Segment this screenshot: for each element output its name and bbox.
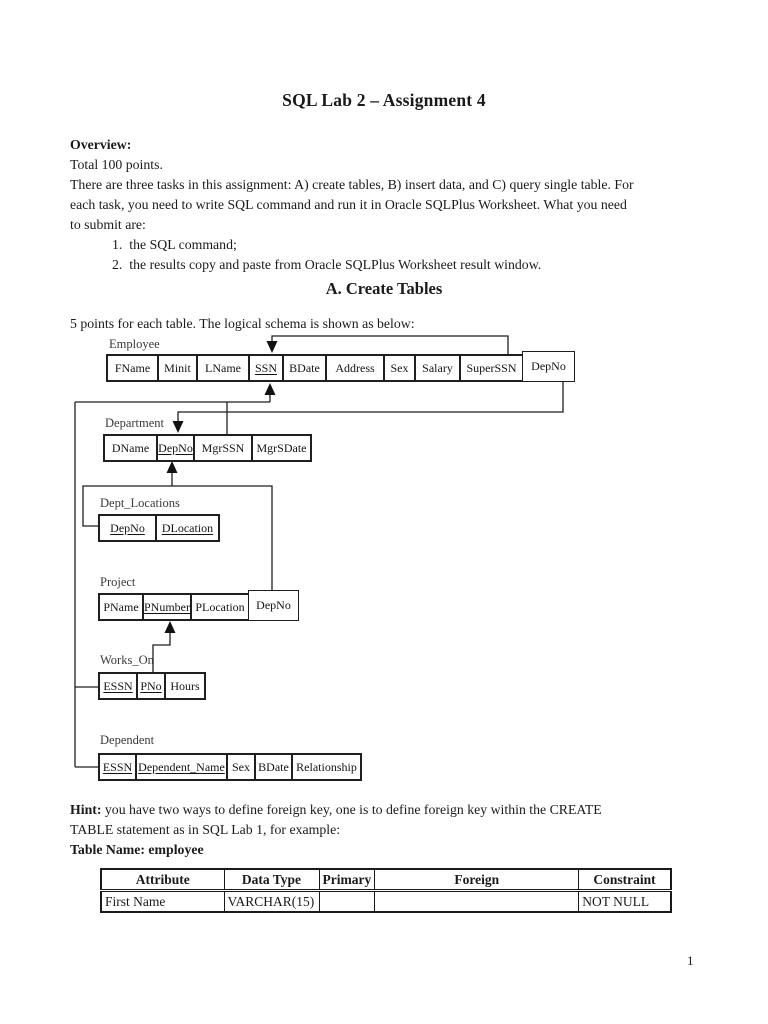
cell-foreign <box>374 890 580 913</box>
works-on-row: ESSN PNo Hours <box>98 672 206 700</box>
schema-note: 5 points for each table. The logical sch… <box>70 316 415 331</box>
dept-locations-table-label: Dept_Locations <box>100 496 180 510</box>
field-sex: Sex <box>383 354 416 382</box>
field-hours: Hours <box>164 672 206 700</box>
table-name-label: Table Name: employee <box>70 842 204 857</box>
field-address: Address <box>325 354 385 382</box>
arrowhead-into-depno-top <box>172 421 184 433</box>
field-bdate: BDate <box>254 753 293 781</box>
hint-label: Hint: <box>70 802 102 817</box>
field-salary: Salary <box>414 354 461 382</box>
task-list: 1. the SQL command; 2. the results copy … <box>112 235 541 275</box>
field-mgrssn: MgrSSN <box>193 434 253 462</box>
works-on-table-label: Works_On <box>100 653 154 667</box>
overview-total: Total 100 points. <box>70 157 163 172</box>
field-depno: DepNo <box>98 514 157 542</box>
cell-constraint: NOT NULL <box>578 890 672 913</box>
section-heading: A. Create Tables <box>325 279 443 298</box>
field-superssn: SuperSSN <box>459 354 524 382</box>
field-dependent-name: Dependent_Name <box>135 753 228 781</box>
header-primary: Primary <box>318 868 376 892</box>
field-bdate: BDate <box>282 354 327 382</box>
field-depno: DepNo <box>156 434 195 462</box>
field-depno: DepNo <box>522 351 575 382</box>
header-data-type: Data Type <box>223 868 320 892</box>
field-dname: DName <box>103 434 158 462</box>
field-essn: ESSN <box>98 753 137 781</box>
table-row: First Name VARCHAR(15) NOT NULL <box>100 890 672 913</box>
field-dlocation: DLocation <box>155 514 220 542</box>
field-plocation: PLocation <box>190 593 250 621</box>
field-pnumber: PNumber <box>142 593 192 621</box>
project-row: PName PNumber PLocation DepNo <box>98 590 299 621</box>
cell-primary <box>318 890 376 913</box>
example-table: Attribute Data Type Primary Foreign Cons… <box>100 868 672 913</box>
dependent-row: ESSN Dependent_Name Sex BDate Relationsh… <box>98 753 362 781</box>
list-item: 1. the SQL command; <box>112 235 541 255</box>
overview-paragraph: There are three tasks in this assignment… <box>70 175 634 235</box>
field-depno: DepNo <box>248 590 299 621</box>
doc-title: SQL Lab 2 – Assignment 4 <box>282 90 486 110</box>
cell-attribute: First Name <box>100 890 225 913</box>
header-foreign: Foreign <box>374 868 580 892</box>
dept-locations-row: DepNo DLocation <box>98 514 220 542</box>
hint-text: you have two ways to define foreign key,… <box>104 802 602 817</box>
list-item-number: 1. <box>112 237 123 252</box>
field-sex: Sex <box>226 753 256 781</box>
project-table-label: Project <box>100 575 136 589</box>
list-item-text: the results copy and paste from Oracle S… <box>129 257 542 272</box>
list-item: 2. the results copy and paste from Oracl… <box>112 255 541 275</box>
paragraph-line: each task, you need to write SQL command… <box>70 197 627 212</box>
field-ssn: SSN <box>248 354 284 382</box>
hint-line: Hint: you have two ways to define foreig… <box>70 800 602 820</box>
header-attribute: Attribute <box>100 868 225 892</box>
department-table-label: Department <box>105 416 165 430</box>
arrowhead-into-ssn-top <box>266 341 278 353</box>
department-row: DName DepNo MgrSSN MgrSDate <box>103 434 312 462</box>
field-mgrsdate: MgrSDate <box>251 434 312 462</box>
paragraph-line: There are three tasks in this assignment… <box>70 177 634 192</box>
hint-line: TABLE statement as in SQL Lab 1, for exa… <box>70 822 341 837</box>
arrowhead-into-ssn-bottom <box>264 383 276 395</box>
field-fname: FName <box>106 354 159 382</box>
arrowhead-into-depno-bottom <box>166 461 178 473</box>
field-pname: PName <box>98 593 144 621</box>
overview-label: Overview: <box>70 137 132 152</box>
cell-data-type: VARCHAR(15) <box>223 890 320 913</box>
employee-row: FName Minit LName SSN BDate Address Sex … <box>106 351 575 382</box>
list-item-text: the SQL command; <box>129 237 237 252</box>
hint-paragraph: Hint: you have two ways to define foreig… <box>70 800 602 860</box>
dependent-table-label: Dependent <box>100 733 155 747</box>
header-constraint: Constraint <box>578 868 672 892</box>
paragraph-line: to submit are: <box>70 217 146 232</box>
field-pno: PNo <box>136 672 166 700</box>
example-table-header-row: Attribute Data Type Primary Foreign Cons… <box>100 868 672 892</box>
employee-table-label: Employee <box>109 337 160 351</box>
field-lname: LName <box>196 354 250 382</box>
field-minit: Minit <box>157 354 198 382</box>
page-number: 1 <box>687 953 694 968</box>
field-relationship: Relationship <box>291 753 362 781</box>
list-item-number: 2. <box>112 257 123 272</box>
field-essn: ESSN <box>98 672 138 700</box>
arrowhead-into-pnumber <box>164 621 176 633</box>
